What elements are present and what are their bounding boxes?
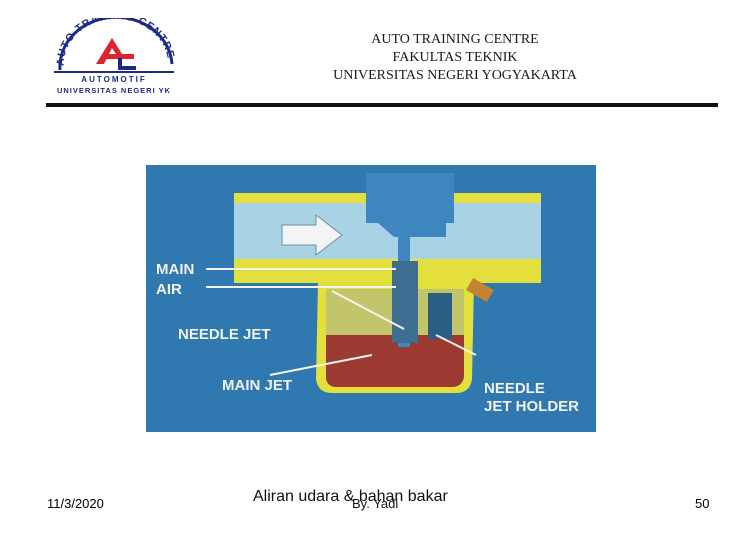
label-needle-jet-holder-1: NEEDLE [484,380,545,397]
needle-jet-holder [428,293,452,339]
slide-author: By. Yadi [352,496,398,511]
label-main-jet: MAIN JET [222,377,292,394]
label-main-air-2: AIR [156,281,182,298]
slide-number: 50 [695,496,709,511]
label-needle-jet-holder-2: JET HOLDER [484,398,579,415]
label-needle-jet: NEEDLE JET [178,326,271,343]
header-block: AUTO TRAINING CENTRE FAKULTAS TEKNIK UNI… [300,31,610,85]
needle-jet-body [392,261,418,343]
header-divider [46,103,718,107]
logo-middle-text: AUTOMOTIF [81,75,146,84]
carburetor-diagram: MAIN AIR NEEDLE JET MAIN JET NEEDLE JET … [146,165,596,432]
header-line-1: AUTO TRAINING CENTRE [300,31,610,49]
piston-block [366,173,454,223]
atc-logo: AUTO TRAINING CENTRE AUTOMOTIF UNIVERSIT… [50,18,178,100]
header-line-3: UNIVERSITAS NEGERI YOGYAKARTA [300,67,610,85]
logo-bottom-text: UNIVERSITAS NEGERI YK [57,86,171,95]
slide-caption: Aliran udara & bahan bakar [253,488,448,506]
label-main-air-1: MAIN [156,261,194,278]
slide-date: 11/3/2020 [47,496,104,511]
header-line-2: FAKULTAS TEKNIK [300,49,610,67]
